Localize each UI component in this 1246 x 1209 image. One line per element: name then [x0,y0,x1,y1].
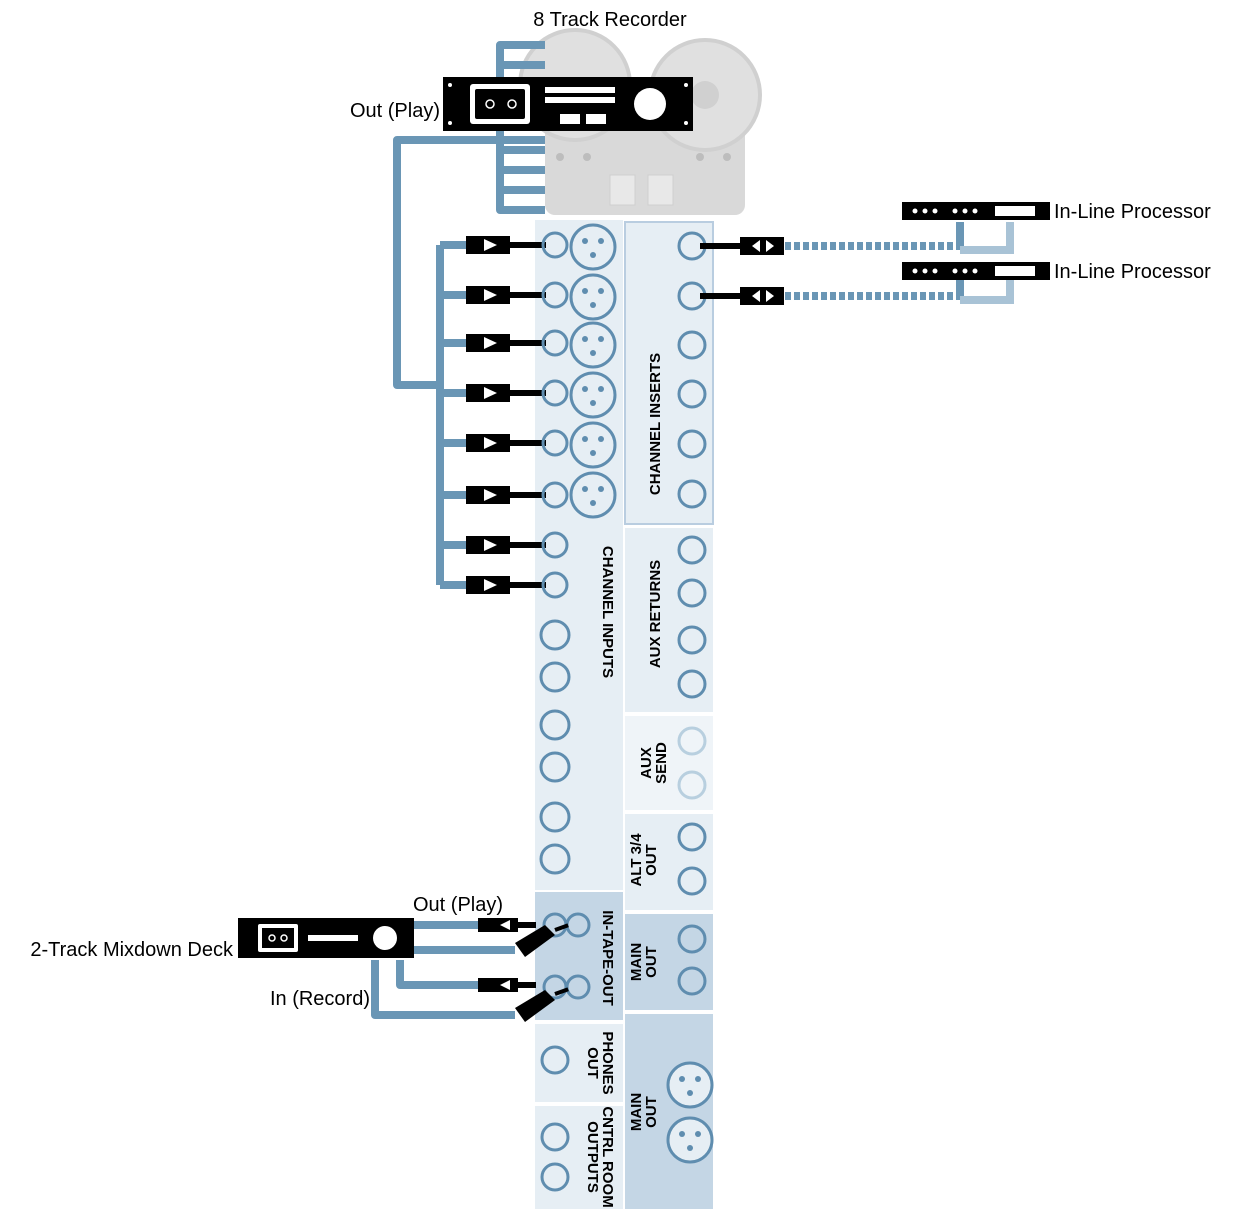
deck-knob-icon [373,926,397,950]
phones-label-2: OUT [584,1047,601,1079]
alt-out-label-2: OUT [643,844,660,876]
input-plug-5 [440,434,546,452]
input-plug-2 [440,286,546,304]
alt-out-jacks [677,822,707,896]
mixdown-deck-label: 2-Track Mixdown Deck [30,939,234,961]
channel-input-xlr [569,223,617,519]
recorder-knob-icon [634,88,666,120]
main-out-jacks [677,924,707,996]
input-plug-7 [440,536,546,554]
main-out-xlr-label-1: MAIN [628,1093,645,1131]
processor-1-label: In-Line Processor [1054,201,1211,223]
vu-meter-right [647,174,674,206]
main-out-xlr-label-2: OUT [643,1096,660,1128]
cntrl-room-label-2: OUTPUTS [584,1121,601,1193]
insert-plug-1 [700,237,784,255]
in-line-processor-2 [902,262,1050,280]
insert-plug-2 [700,287,784,305]
input-plug-3 [440,334,546,352]
recorder-out-label: Out (Play) [350,100,440,122]
insert-cables [700,222,1014,305]
recorder-rack-unit [443,77,693,131]
cntrl-room-jacks [540,1122,570,1192]
vu-meter-left [609,174,636,206]
channel-inserts-panel [624,221,714,525]
channel-input-jacks [539,231,571,875]
aux-send-label-1: AUX [638,747,655,779]
input-plug-4 [440,384,546,402]
tape-label: IN-TAPE-OUT [599,910,616,1006]
cntrl-room-panel [535,1106,623,1209]
mixer-rear-panel [535,220,714,1209]
aux-returns-label: AUX RETURNS [647,560,664,668]
aux-send-jacks [677,726,707,800]
aux-send-panel [625,716,713,810]
input-plug-8 [440,576,546,594]
phones-panel [535,1024,623,1102]
main-out-label-1: MAIN [628,943,645,981]
mixdown-cables [371,921,515,1019]
alt-out-label-1: ALT 3/4 [628,833,645,887]
main-out-label-2: OUT [643,946,660,978]
processor-2-label: In-Line Processor [1054,261,1211,283]
mixdown-rca-plugs [478,918,569,1022]
aux-returns-panel [625,528,713,712]
phones-label-1: PHONES [599,1031,616,1094]
in-line-processor-1 [902,202,1050,220]
mixdown-out-label: Out (Play) [413,894,503,916]
recorder-title: 8 Track Recorder [533,9,687,31]
phones-jack [540,1045,570,1075]
mixdown-in-label: In (Record) [270,988,370,1010]
channel-input-plugs [440,236,546,594]
channel-inserts-label: CHANNEL INSERTS [647,353,664,495]
channel-inputs-label: CHANNEL INPUTS [599,546,616,678]
aux-return-jacks [677,535,707,699]
mixdown-deck [238,918,414,958]
aux-send-label-2: SEND [653,742,670,784]
input-plug-6 [440,486,546,504]
main-out-xlr-panel [625,1014,713,1209]
cntrl-room-label-1: CNTRL ROOM [599,1106,616,1207]
main-out-xlr [666,1061,714,1164]
input-plug-1 [440,236,546,254]
